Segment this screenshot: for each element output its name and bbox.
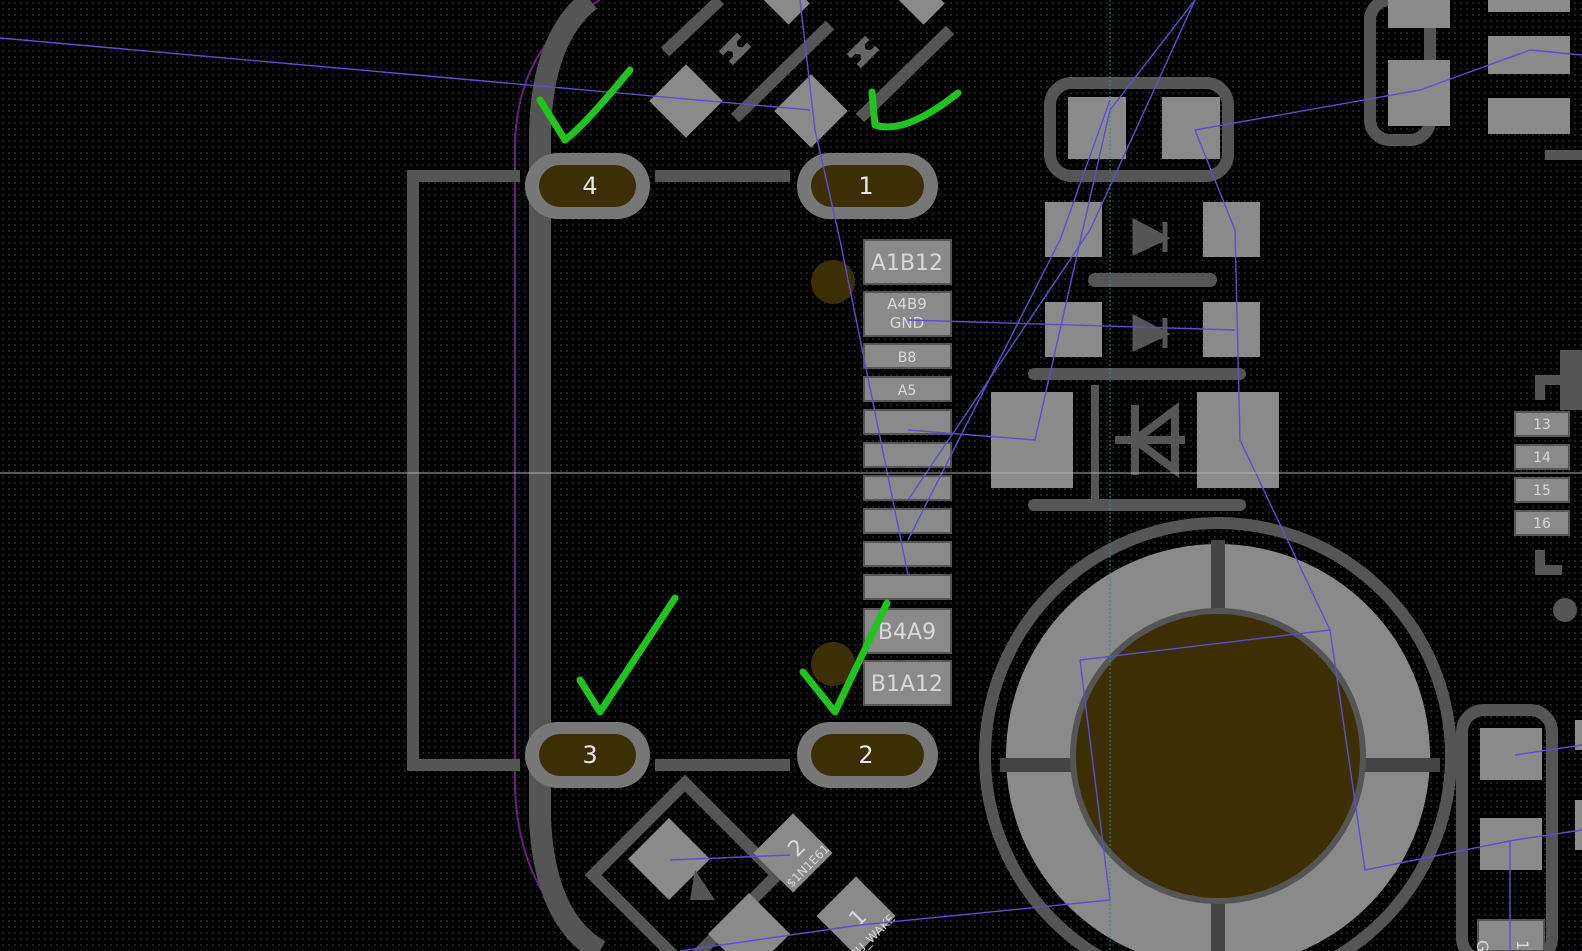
mounting-pad-1[interactable]: 1 xyxy=(797,153,938,219)
pin-label: B4A9 xyxy=(878,620,936,645)
center-hole[interactable] xyxy=(1076,614,1360,898)
usb-pad-9[interactable] xyxy=(863,541,952,567)
smd-pad[interactable] xyxy=(1197,392,1279,488)
diamond-pad[interactable] xyxy=(649,64,723,138)
usb-connector-outline xyxy=(529,0,606,951)
bottom-right-parts: GN 1 xyxy=(1456,704,1582,951)
smd-pad[interactable] xyxy=(1480,818,1542,870)
net-label-gnd: GN xyxy=(1473,940,1492,951)
top-rotated-parts xyxy=(649,0,955,148)
diamond-pad[interactable] xyxy=(707,892,791,951)
smd-pad[interactable] xyxy=(1045,302,1102,357)
pin-number: 13 xyxy=(1533,417,1551,433)
smd-pad[interactable] xyxy=(1068,97,1126,159)
pin-label: B8 xyxy=(898,350,917,366)
header-pin-13[interactable] xyxy=(1514,411,1570,437)
board-edge-outline xyxy=(514,0,601,951)
pad-number: 4 xyxy=(582,172,597,200)
smd-pad[interactable] xyxy=(1162,97,1220,159)
checkmark-pad-4 xyxy=(536,66,634,144)
right-header: 13 14 15 16 xyxy=(1514,350,1582,622)
diamond-pad[interactable] xyxy=(627,817,711,901)
usb-pin-column xyxy=(863,239,952,706)
smd-pad[interactable] xyxy=(1203,202,1260,257)
checkmark-pad-3 xyxy=(576,594,679,716)
mounting-pad-3[interactable]: 3 xyxy=(525,722,650,788)
smd-pad[interactable] xyxy=(1488,98,1570,134)
alignment-hole-bottom xyxy=(811,642,855,686)
usb-pad-7[interactable] xyxy=(863,475,952,501)
pad-number: 2 xyxy=(858,741,873,769)
alignment-hole-top xyxy=(811,260,855,304)
usb-pad-8[interactable] xyxy=(863,508,952,534)
pad-number: 1 xyxy=(1513,940,1532,950)
usb-pad-10[interactable] xyxy=(863,574,952,600)
smd-pad[interactable] xyxy=(1388,0,1450,28)
bottom-rotated-parts: 2 $1N1E61 1 MCU_WAKE xyxy=(584,774,898,951)
smd-pad[interactable] xyxy=(1045,202,1102,257)
checkmark-pad-2 xyxy=(799,599,891,716)
header-pin-15[interactable] xyxy=(1514,477,1570,503)
pin-number: 15 xyxy=(1533,483,1551,499)
pin-label: A1B12 xyxy=(871,251,943,276)
checkmark-pad-1 xyxy=(868,88,962,131)
pin-number: 16 xyxy=(1533,516,1551,532)
diamond-pad[interactable] xyxy=(774,74,848,148)
smd-pad[interactable] xyxy=(1480,728,1542,780)
diamond-pad-2[interactable] xyxy=(753,813,833,893)
pin-label: B1A12 xyxy=(871,672,943,697)
smd-part-top xyxy=(1044,77,1234,182)
mounting-pad-2[interactable]: 2 xyxy=(797,722,938,788)
diamond-pad[interactable] xyxy=(760,0,810,25)
pin-number: 14 xyxy=(1533,450,1551,466)
top-right-parts xyxy=(1364,0,1582,160)
usb-pad-b1a12[interactable] xyxy=(863,660,952,706)
annotation-checkmarks xyxy=(536,66,962,716)
smd-diodes xyxy=(1045,202,1260,357)
large-round-footprint xyxy=(979,517,1457,951)
pin-label: A4B9 xyxy=(887,295,927,313)
header-pin-16[interactable] xyxy=(1514,510,1570,536)
smd-large-diode xyxy=(991,368,1279,511)
pin-label: GND xyxy=(890,314,924,332)
usb-pin-labels: A1B12 A4B9 GND B8 A5 B4A9 B1A12 xyxy=(871,251,943,697)
usb-shell-bracket xyxy=(407,170,520,771)
pin-label: A5 xyxy=(898,383,916,399)
pad-number: 3 xyxy=(582,741,597,769)
usb-pad-a5[interactable] xyxy=(863,376,952,402)
diamond-pad[interactable] xyxy=(895,0,945,25)
header-pin-14[interactable] xyxy=(1514,444,1570,470)
smd-pad[interactable] xyxy=(1488,36,1570,74)
smd-pad[interactable] xyxy=(1388,60,1450,126)
mounting-pad-4[interactable]: 4 xyxy=(525,153,650,219)
usb-pad-a4b9[interactable] xyxy=(863,291,952,337)
pad-number: 1 xyxy=(858,172,873,200)
diamond-pad-1[interactable] xyxy=(816,876,896,951)
usb-pad-a1b12[interactable] xyxy=(863,239,952,285)
